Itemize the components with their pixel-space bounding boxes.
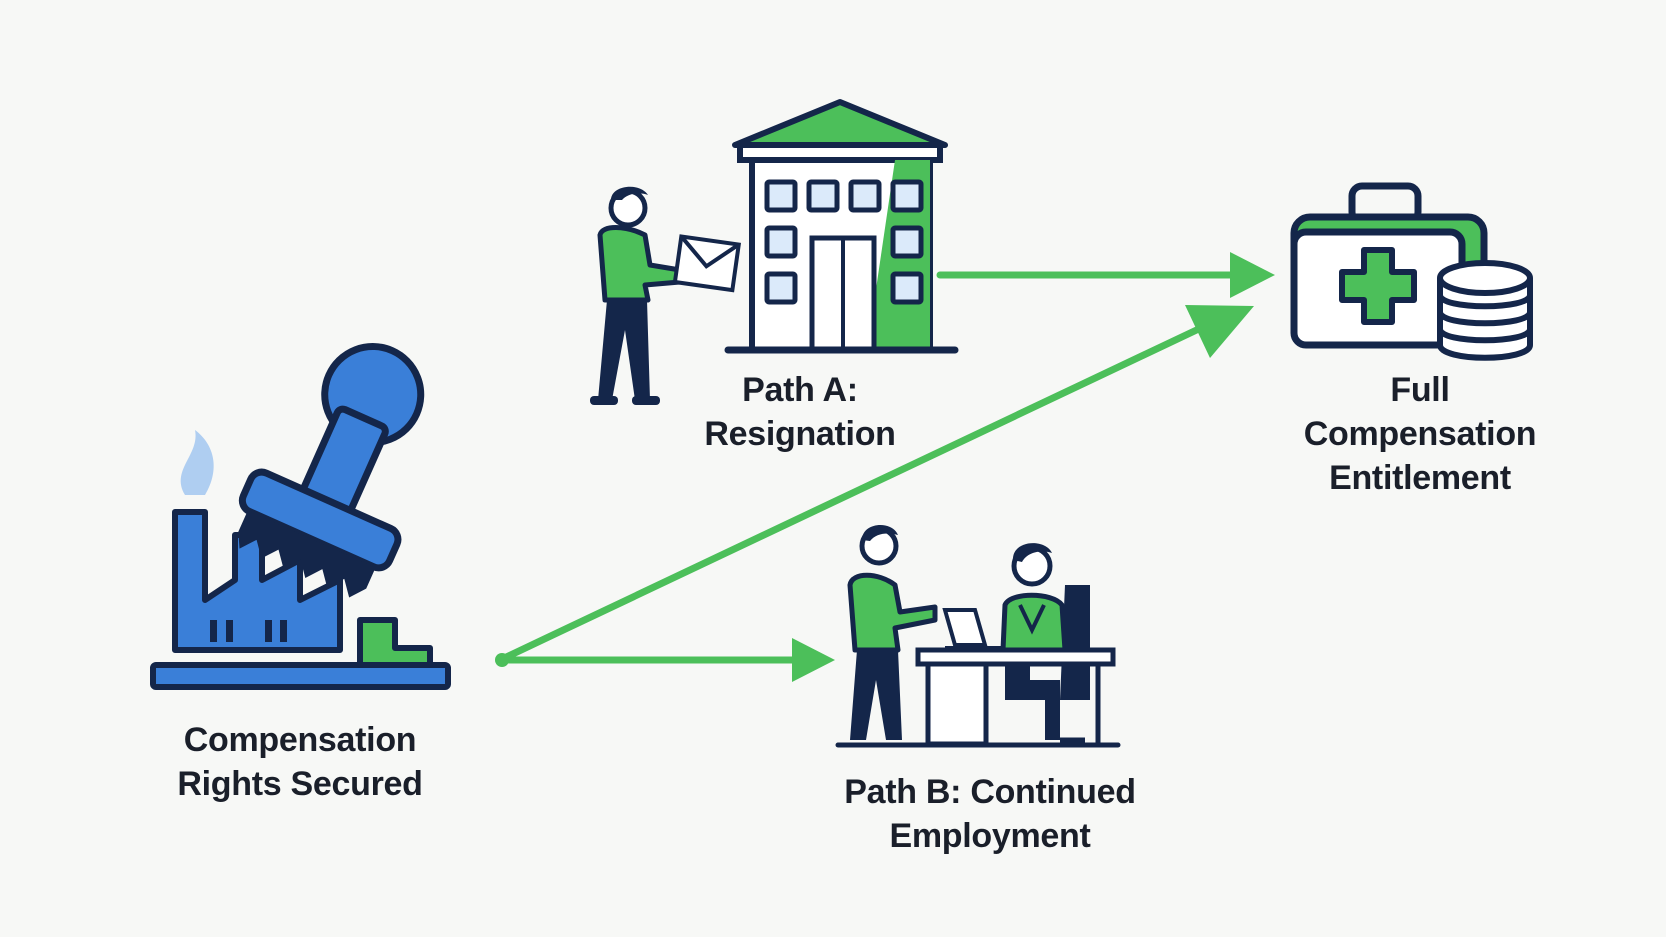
factory-window: [210, 620, 217, 642]
medical-kit-icon: [1290, 182, 1488, 349]
person-handing-resignation-letter-at-office-building-icon: [590, 99, 959, 405]
envelope-icon: [672, 234, 742, 293]
standing-employee-icon: [847, 524, 938, 740]
person-icon: [590, 186, 683, 405]
edge-path-a-to-target: [936, 252, 1275, 298]
label-line: Full: [1390, 371, 1450, 409]
label-line: Compensation: [183, 721, 417, 759]
factory-window: [265, 620, 272, 642]
office-building-icon: [724, 99, 959, 354]
node-label-full-compensation-entitlement: Full Compensation Entitlement: [1270, 368, 1570, 500]
label-line: Path B: Continued: [844, 773, 1136, 811]
node-label-compensation-rights-secured: Compensation Rights Secured: [130, 718, 470, 806]
node-label-path-b-continued-employment: Path B: Continued Employment: [800, 770, 1180, 858]
seated-manager-icon: [1000, 543, 1090, 743]
factory-window: [226, 620, 233, 642]
smoke-puff: [180, 430, 214, 495]
factory-window: [280, 620, 287, 642]
edge-source-to-path-b: [496, 638, 835, 682]
stamp-icon: [238, 343, 425, 598]
label-line: Resignation: [704, 415, 896, 453]
laptop-icon: [942, 608, 1005, 650]
factory-with-approval-stamp-icon: [150, 343, 451, 690]
factory-annex: [357, 617, 433, 668]
label-line: Entitlement: [1329, 459, 1511, 497]
factory-ground: [150, 662, 451, 690]
label-line: Path A:: [742, 371, 858, 409]
desk-icon: [835, 647, 1121, 748]
edge-origin-dot: [495, 653, 509, 667]
label-line: Employment: [889, 817, 1091, 855]
employee-working-with-manager-at-desk-icon: [835, 524, 1121, 748]
label-line: Rights Secured: [177, 765, 423, 803]
building-roof: [732, 99, 948, 148]
label-line: Compensation: [1303, 415, 1537, 453]
medical-kit-and-coin-stack-icon: [1290, 182, 1533, 361]
edge-source-to-target: [496, 305, 1254, 664]
node-label-path-a-resignation: Path A: Resignation: [660, 368, 940, 456]
coin-stack-icon: [1437, 260, 1533, 361]
